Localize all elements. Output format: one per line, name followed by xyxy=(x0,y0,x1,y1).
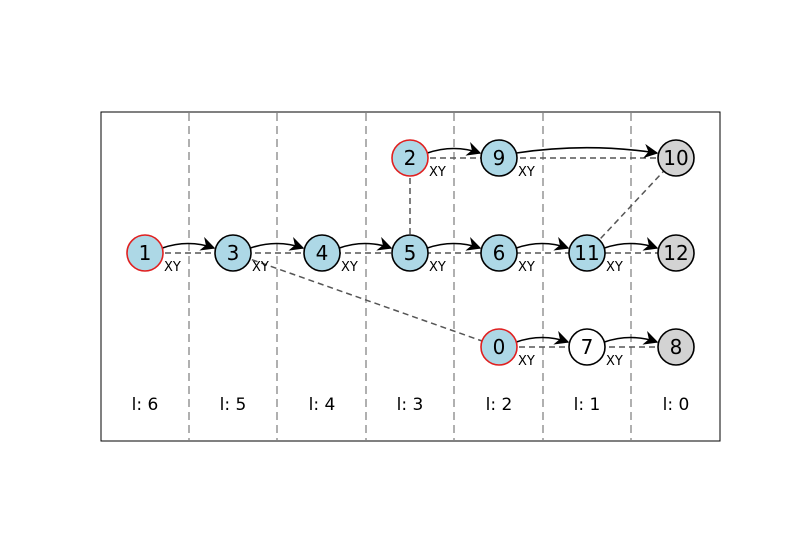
node-circle xyxy=(391,234,429,272)
node-circle xyxy=(568,328,606,366)
edge-label: XY xyxy=(518,260,535,275)
node-12: 12 xyxy=(657,234,695,272)
node-label: 2 xyxy=(404,146,417,170)
node-circle xyxy=(657,234,695,272)
node-circle xyxy=(480,328,518,366)
edge-label: XY xyxy=(164,260,181,275)
flow-edge-11-12 xyxy=(604,236,659,251)
node-circle xyxy=(214,234,252,272)
node-label: 9 xyxy=(493,146,506,170)
node-circle xyxy=(568,234,606,272)
dependency-edge-11-10 xyxy=(586,157,677,254)
node-circle xyxy=(480,234,518,272)
edge-label: XY xyxy=(341,260,358,275)
level-label-L6: l: 6 xyxy=(132,395,159,415)
flow-edge-2-9 xyxy=(427,141,482,156)
node-4: 4 xyxy=(303,234,341,272)
node-1: 1 xyxy=(126,234,164,272)
level-label-L0: l: 0 xyxy=(663,395,690,415)
node-label: 5 xyxy=(404,241,417,265)
level-labels: l: 6 l: 5 l: 4 l: 3 l: 2 l: 1 l: 0 xyxy=(132,395,690,415)
edge-labels: XY XY XY XY XY XY XY XY XY XY xyxy=(164,165,623,369)
edge-label: XY xyxy=(518,354,535,369)
node-circle xyxy=(303,234,341,272)
edge-label: XY xyxy=(518,165,535,180)
node-label: 0 xyxy=(493,335,506,359)
node-label: 6 xyxy=(493,241,506,265)
node-6: 6 xyxy=(480,234,518,272)
node-label: 3 xyxy=(227,241,240,265)
flow-edge-4-5 xyxy=(339,236,393,251)
flow-edge-7-8 xyxy=(604,330,659,345)
node-label: 12 xyxy=(663,241,688,265)
node-label: 11 xyxy=(574,241,599,265)
edge-label: XY xyxy=(429,260,446,275)
level-label-L3: l: 3 xyxy=(397,395,424,415)
node-label: 8 xyxy=(670,335,683,359)
node-9: 9 xyxy=(480,139,518,177)
node-circle xyxy=(657,328,695,366)
flow-edges xyxy=(162,141,659,345)
flow-edge-6-11 xyxy=(516,236,570,251)
node-circle xyxy=(657,139,695,177)
level-label-L4: l: 4 xyxy=(309,395,336,415)
diagram-frame xyxy=(100,111,721,442)
node-circle xyxy=(480,139,518,177)
edge-label: XY xyxy=(606,260,623,275)
level-dividers xyxy=(188,113,632,440)
node-0: 0 xyxy=(480,328,518,366)
node-10: 10 xyxy=(657,139,695,177)
node-2: 2 xyxy=(391,139,429,177)
node-label: 1 xyxy=(139,241,152,265)
level-label-L5: l: 5 xyxy=(220,395,247,415)
flow-edge-3-4 xyxy=(250,236,305,251)
flow-edge-9-10 xyxy=(516,143,659,159)
edge-label: XY xyxy=(606,354,623,369)
flow-edge-1-3 xyxy=(162,236,216,251)
node-label: 10 xyxy=(663,146,688,170)
node-circle xyxy=(126,234,164,272)
node-5: 5 xyxy=(391,234,429,272)
flow-edge-5-6 xyxy=(427,236,482,251)
dependency-edge-3-0 xyxy=(232,252,500,348)
node-label: 4 xyxy=(316,241,329,265)
level-label-L1: l: 1 xyxy=(574,395,601,415)
level-label-L2: l: 2 xyxy=(486,395,513,415)
node-11: 11 xyxy=(568,234,606,272)
nodes: 1 3 4 5 6 11 12 2 9 10 0 7 8 xyxy=(126,139,695,366)
edge-label: XY xyxy=(252,260,269,275)
node-7: 7 xyxy=(568,328,606,366)
flow-edge-0-7 xyxy=(516,330,570,345)
node-3: 3 xyxy=(214,234,252,272)
node-circle xyxy=(391,139,429,177)
node-label: 7 xyxy=(581,335,594,359)
edge-label: XY xyxy=(429,165,446,180)
node-8: 8 xyxy=(657,328,695,366)
